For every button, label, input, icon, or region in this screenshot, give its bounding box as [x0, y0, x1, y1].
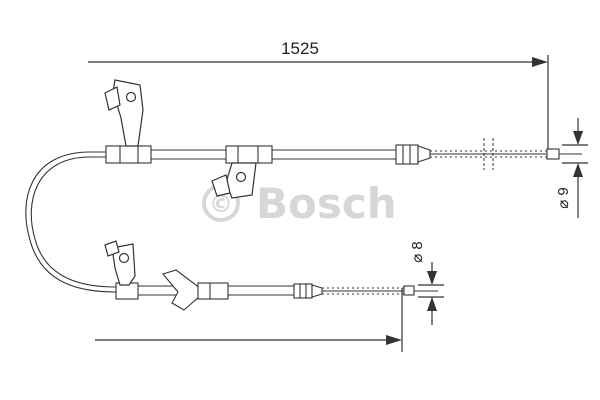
upper-fittings	[105, 144, 582, 165]
bosch-watermark: © Bosch	[202, 179, 397, 228]
lower-diameter-dimension	[418, 262, 444, 325]
lower-diameter-label: ⌀ 8	[409, 241, 426, 263]
upper-end-nipple	[546, 148, 560, 160]
center-bracket	[211, 162, 257, 199]
length-arrowhead	[532, 57, 548, 67]
upper-adjuster-taper	[417, 145, 431, 163]
length-dimension-label: 1525	[281, 39, 319, 58]
lower-adjuster	[293, 283, 313, 299]
upper-diameter-label: ⌀ 9	[555, 187, 572, 209]
upper-adjuster	[395, 144, 419, 165]
lower-fittings	[115, 269, 438, 311]
cable-loop-inner	[30, 156, 117, 288]
lower-clamp-right	[197, 282, 229, 300]
lower-mounting-bracket	[104, 240, 136, 286]
upper-clamp-left	[105, 145, 152, 164]
lower-bracket-hole	[118, 252, 130, 264]
center-bracket-hole	[235, 171, 247, 183]
lower-cable	[116, 285, 405, 296]
bracket-hole	[125, 91, 137, 103]
upper-break-mark	[483, 138, 494, 170]
upper-clamp-center	[225, 145, 273, 164]
lower-adjuster-taper	[311, 284, 323, 298]
lower-end-nipple	[403, 285, 415, 296]
length-dimension	[88, 55, 549, 152]
lower-grommet	[162, 269, 201, 311]
upper-mounting-bracket	[104, 79, 144, 147]
watermark-brand: Bosch	[256, 179, 397, 228]
upper-diameter-dimension	[562, 118, 588, 218]
lower-length-arrow	[95, 288, 403, 352]
cable-loop	[25, 151, 117, 293]
